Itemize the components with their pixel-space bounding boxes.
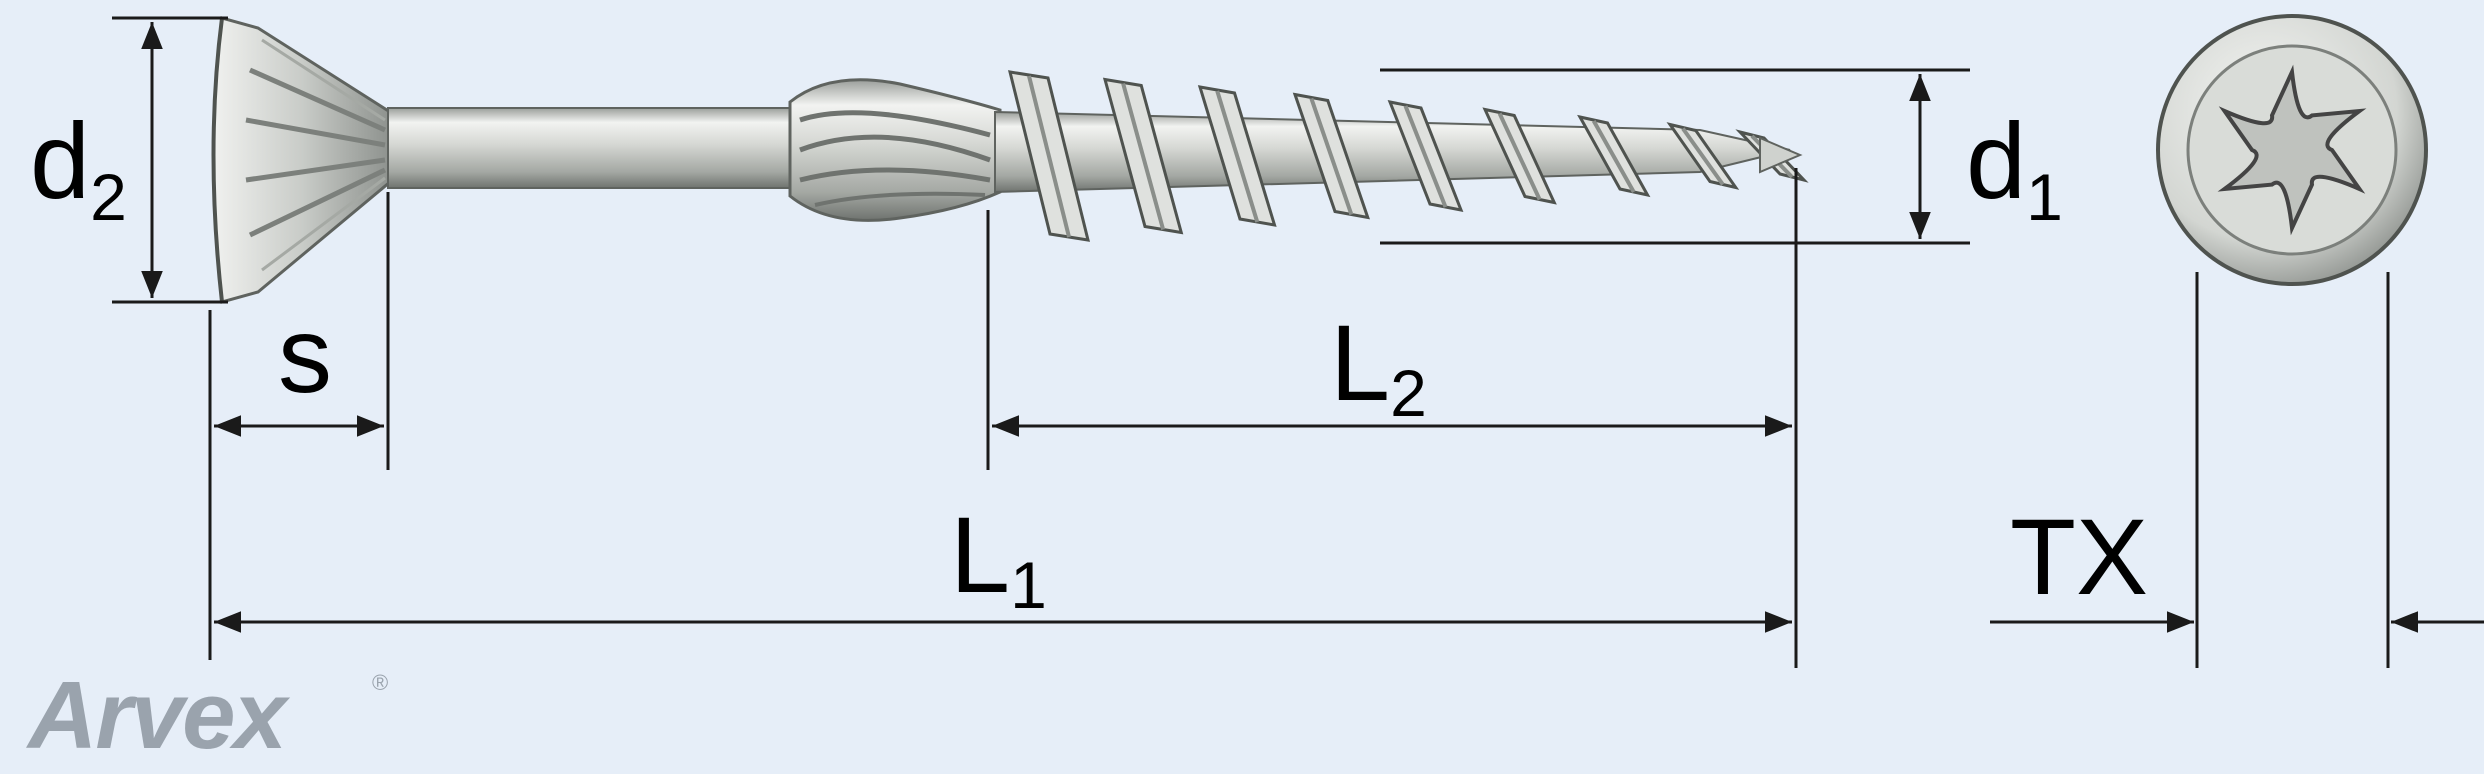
thread-shade — [1403, 105, 1448, 208]
thread-shade — [1027, 75, 1071, 238]
screw-side-view — [211, 16, 1809, 304]
thread-shade — [1592, 120, 1636, 193]
dimension-d1 — [1380, 68, 1970, 245]
screw-shank — [387, 107, 799, 189]
dimension-s — [208, 192, 390, 660]
screw-threads — [1008, 70, 1809, 242]
label-d2: d2 — [30, 100, 127, 234]
label-s: s — [278, 294, 332, 415]
label-d1: d1 — [1966, 100, 2063, 234]
screw-cutter — [788, 78, 1002, 222]
dimension-L2 — [986, 168, 1798, 668]
label-TX: TX — [2010, 496, 2148, 617]
svg-text:Arvex: Arvex — [26, 662, 290, 769]
thread-shade — [1681, 127, 1725, 186]
screw-head-top-view — [2156, 14, 2428, 286]
thread-shade — [1215, 90, 1260, 223]
thread-shade — [1121, 82, 1166, 231]
dimension-d2 — [112, 16, 228, 304]
thread-shade — [1309, 97, 1354, 216]
dimension-TX — [1990, 272, 2484, 668]
torx-star-icon — [2217, 64, 2367, 236]
svg-text:®: ® — [372, 670, 388, 695]
label-L1: L1 — [950, 494, 1047, 622]
brand-logo: Arvex ® — [26, 662, 388, 769]
thread-shade — [1497, 112, 1542, 201]
label-L2: L2 — [1330, 302, 1427, 430]
screw-head — [211, 16, 392, 304]
screw-tip — [1759, 136, 1803, 174]
